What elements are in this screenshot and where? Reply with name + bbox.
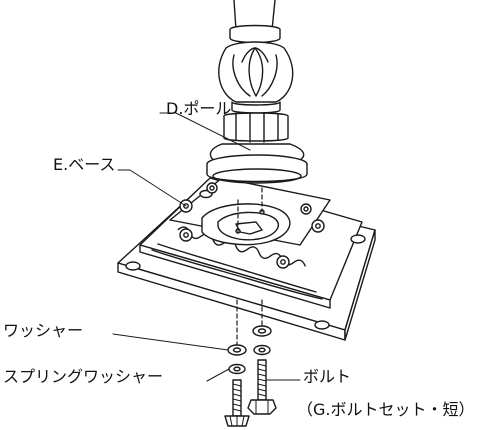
- bolt-left: [224, 379, 250, 427]
- leader-spring-washer: [206, 368, 230, 382]
- bolt-right: [247, 359, 277, 415]
- label-pole: D.ポール: [166, 99, 232, 118]
- label-washer: ワッシャー: [3, 321, 84, 340]
- label-bolt-set: （G.ボルトセット・短）: [297, 400, 475, 419]
- washer-right: [252, 325, 272, 337]
- leader-washer: [112, 333, 229, 351]
- label-bolt: ボルト: [303, 367, 352, 386]
- washer-left: [227, 344, 247, 356]
- base-plate: [117, 177, 376, 341]
- label-base: E.ベース: [53, 155, 116, 174]
- pole: [206, 0, 308, 184]
- spring-washer-right: [253, 344, 271, 356]
- leader-pole: [159, 112, 251, 151]
- spring-washer-left: [228, 363, 246, 375]
- leader-base: [117, 169, 187, 207]
- leader-lines: [112, 112, 301, 382]
- label-spring-washer: スプリングワッシャー: [3, 367, 164, 386]
- center-lines: [236, 187, 263, 347]
